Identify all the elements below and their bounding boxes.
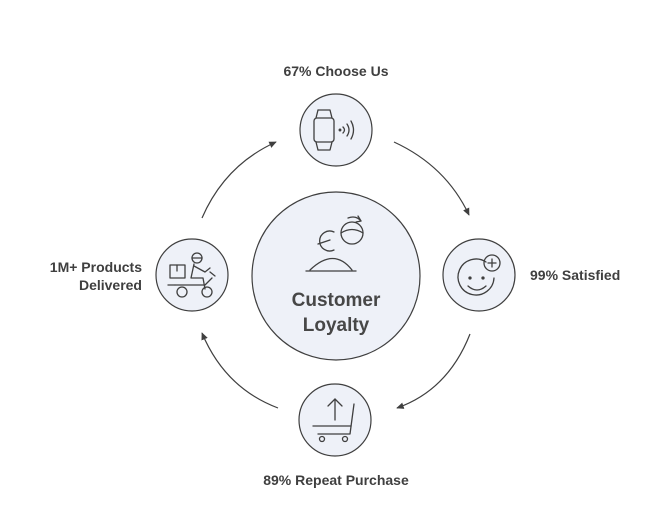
node-top: 67% Choose Us [283, 63, 389, 167]
arrow-top-to-right [393, 141, 470, 216]
node-right-label: 99% Satisfied [530, 267, 620, 283]
customer-loyalty-icon [305, 215, 364, 272]
shopping-cart-icon [312, 398, 355, 443]
center-title-line2: Loyalty [303, 315, 370, 336]
center-title-line1: Customer [292, 290, 381, 311]
node-right: 99% Satisfied [442, 238, 620, 312]
node-bottom-label: 89% Repeat Purchase [263, 472, 409, 488]
smiley-plus-icon [457, 254, 501, 296]
arrow-bottom-to-left [201, 332, 279, 409]
node-left-label-line1: 1M+ Products [50, 259, 142, 275]
arrow-left-to-top [201, 141, 277, 219]
center-node: Customer Loyalty [251, 191, 421, 361]
node-left-label-line2: Delivered [79, 277, 142, 293]
node-left: 1M+ Products Delivered [50, 238, 229, 312]
arrow-right-to-bottom [396, 333, 471, 409]
node-top-label: 67% Choose Us [283, 63, 388, 79]
smartwatch-icon [313, 109, 355, 151]
delivery-scooter-icon [167, 252, 216, 298]
node-bottom: 89% Repeat Purchase [263, 383, 409, 488]
